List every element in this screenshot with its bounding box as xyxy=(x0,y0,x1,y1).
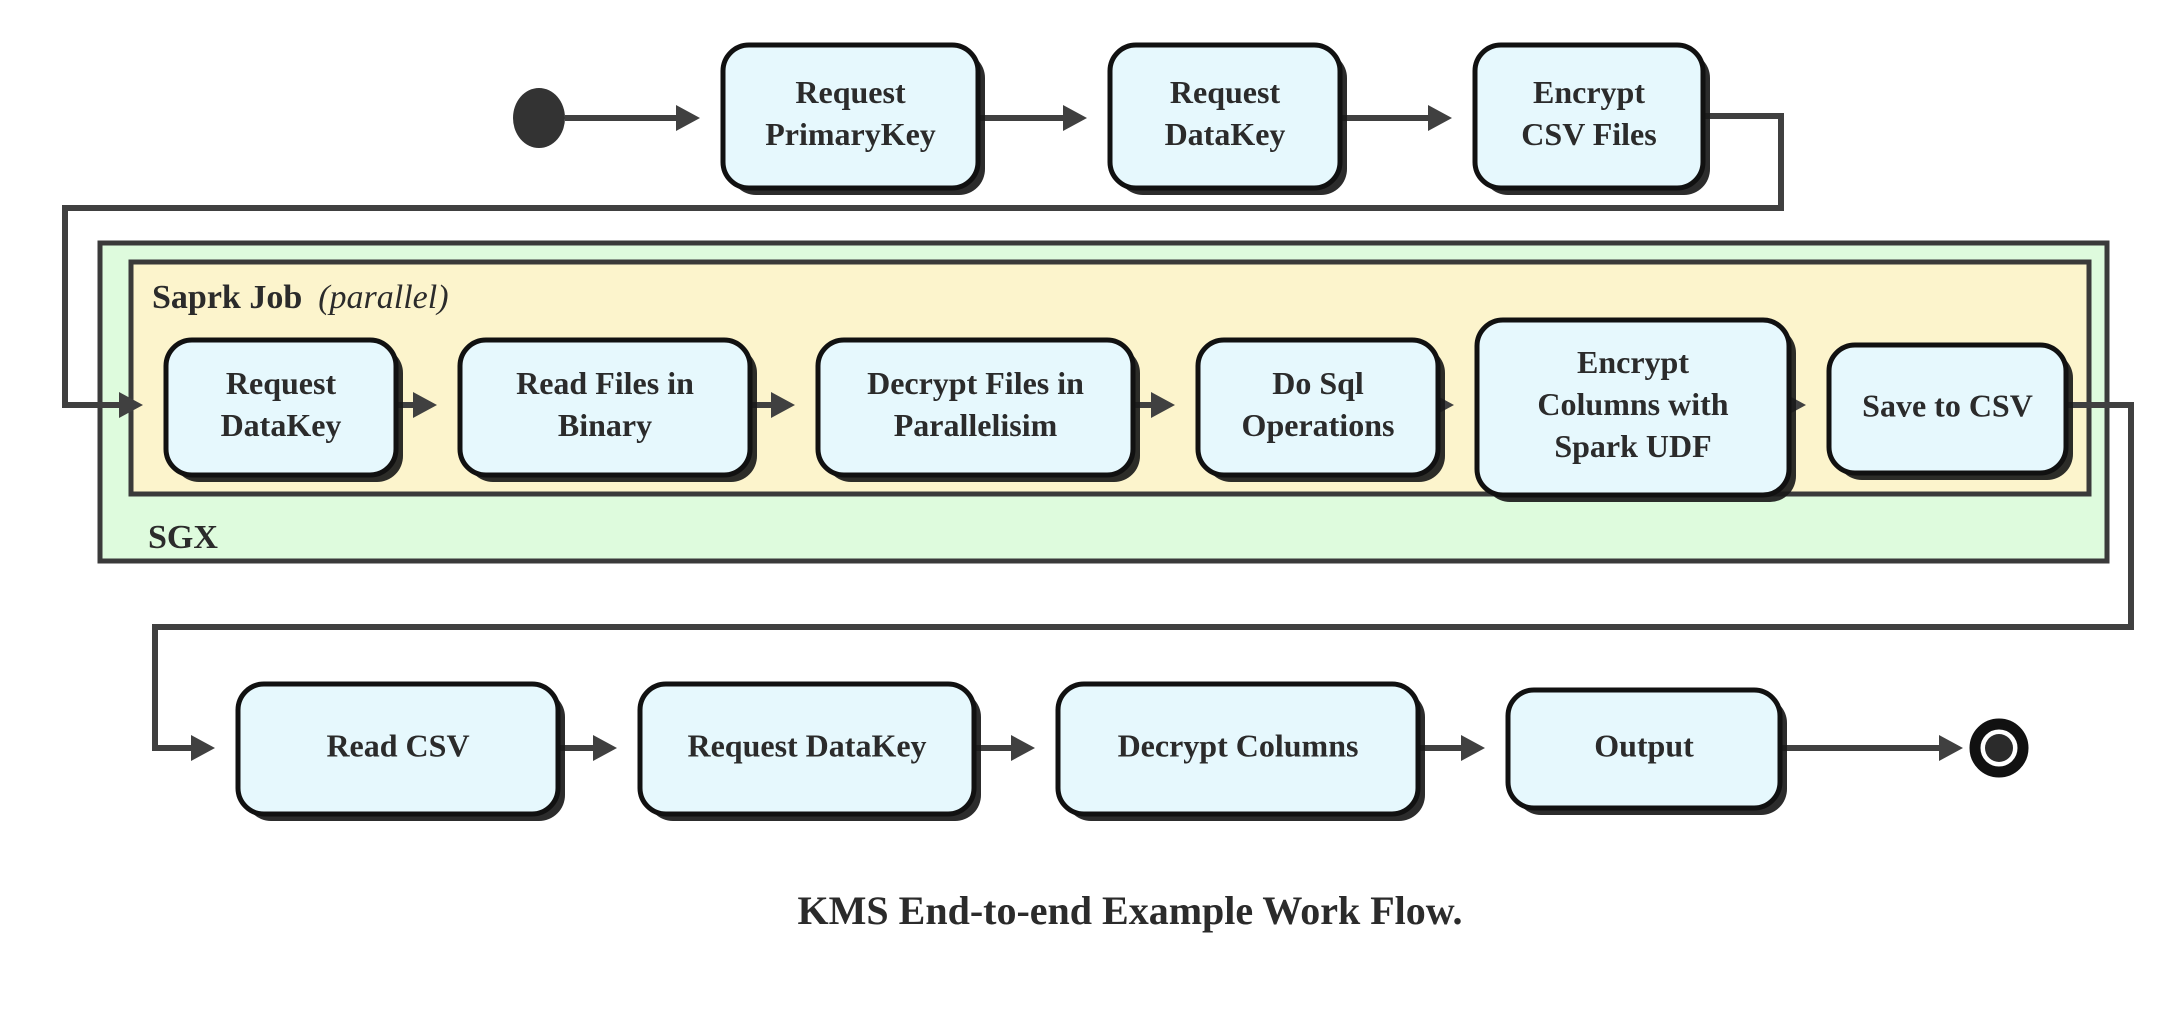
node-body[interactable] xyxy=(1472,42,1706,191)
edge-request-primarykey-to-request-datakey-arrowhead xyxy=(1063,105,1087,131)
node-label-line: CSV Files xyxy=(1521,116,1656,152)
node-label-line: Read CSV xyxy=(326,727,469,763)
edge-request-datakey-to-decrypt-columns-arrowhead xyxy=(1011,735,1035,761)
node-label-line: DataKey xyxy=(1165,116,1286,152)
node-label-line: Request xyxy=(226,365,337,401)
end-marker xyxy=(1969,718,2029,778)
node-label-line: Columns with xyxy=(1537,386,1728,422)
node-label-line: Operations xyxy=(1242,407,1395,443)
edge-start-to-request-primarykey-arrowhead xyxy=(676,105,700,131)
diagram-caption-text: KMS End-to-end Example Work Flow. xyxy=(798,888,1463,933)
group-labels: SGX Saprk Job(parallel) xyxy=(148,279,449,556)
node-body[interactable] xyxy=(1107,42,1343,191)
node-label-line: Request xyxy=(795,74,906,110)
node-body[interactable] xyxy=(1195,337,1441,478)
node-label-line: Decrypt Columns xyxy=(1118,727,1359,763)
edge-request-datakey-to-encrypt-csv-arrowhead xyxy=(1428,105,1452,131)
edge-decrypt-files-to-do-sql-arrowhead xyxy=(1151,392,1175,418)
markers xyxy=(513,88,2029,778)
start-state-dot xyxy=(513,88,565,148)
node-body[interactable] xyxy=(163,337,399,478)
edge-encrypt-csv-to-spark-datakey-arrowhead xyxy=(119,392,143,418)
node-body[interactable] xyxy=(1826,342,2069,476)
node-label-line: Parallelisim xyxy=(894,407,1058,443)
node-request-datakey-bottom[interactable]: Request DataKey xyxy=(637,681,981,821)
node-label-line: Read Files in xyxy=(516,365,694,401)
edge-encrypt-csv-to-spark-datakey xyxy=(62,113,1784,408)
node-output[interactable]: Output xyxy=(1505,687,1787,815)
node-save-to-csv[interactable]: Save to CSV xyxy=(1826,342,2073,480)
group-label-spark-job: Saprk Job(parallel) xyxy=(152,279,449,316)
diagram-caption: KMS End-to-end Example Work Flow. xyxy=(798,888,1463,933)
edge-output-to-end-arrowhead xyxy=(1939,735,1963,761)
node-body[interactable] xyxy=(815,337,1136,478)
edge-decrypt-columns-to-output-arrowhead xyxy=(1461,735,1485,761)
node-label-line: Output xyxy=(1594,727,1694,763)
edge-spark-datakey-to-read-files-arrowhead xyxy=(413,392,437,418)
node-decrypt-columns[interactable]: Decrypt Columns xyxy=(1055,681,1425,821)
node-label-line: Decrypt Files in xyxy=(867,365,1084,401)
node-label-line: Spark UDF xyxy=(1554,428,1711,464)
node-body[interactable] xyxy=(637,681,977,817)
end-state-core xyxy=(1985,734,2013,762)
node-label-line: Encrypt xyxy=(1577,344,1689,380)
edge-save-csv-to-read-csv xyxy=(152,402,2134,751)
node-label-line: DataKey xyxy=(221,407,342,443)
group-label-sgx: SGX xyxy=(148,519,218,556)
node-body[interactable] xyxy=(1505,687,1783,811)
node-body[interactable] xyxy=(235,681,561,817)
node-read-files-in-binary[interactable]: Read Files in Binary xyxy=(457,337,757,482)
node-decrypt-files-in-parallelisim[interactable]: Decrypt Files in Parallelisim xyxy=(815,337,1140,482)
edge-read-files-to-decrypt-files-arrowhead xyxy=(771,392,795,418)
node-label-line: Encrypt xyxy=(1533,74,1645,110)
node-read-csv[interactable]: Read CSV xyxy=(235,681,565,821)
node-label-line: Binary xyxy=(558,407,652,443)
node-body[interactable] xyxy=(720,42,981,191)
node-label-line: PrimaryKey xyxy=(765,116,936,152)
node-body[interactable] xyxy=(1055,681,1421,817)
edge-save-csv-to-read-csv-arrowhead xyxy=(191,735,215,761)
node-label-line: Save to CSV xyxy=(1862,387,2033,423)
start-marker xyxy=(513,88,565,148)
node-label-line: Do Sql xyxy=(1272,365,1364,401)
node-body[interactable] xyxy=(457,337,753,478)
node-label-line: Request xyxy=(1170,74,1281,110)
nodes: RequestPrimaryKeyRequestDataKeyEncryptCS… xyxy=(163,42,2073,821)
node-label-line: Request DataKey xyxy=(687,727,926,763)
edge-read-csv-to-request-datakey-arrowhead xyxy=(593,735,617,761)
node-body[interactable] xyxy=(1474,317,1792,498)
